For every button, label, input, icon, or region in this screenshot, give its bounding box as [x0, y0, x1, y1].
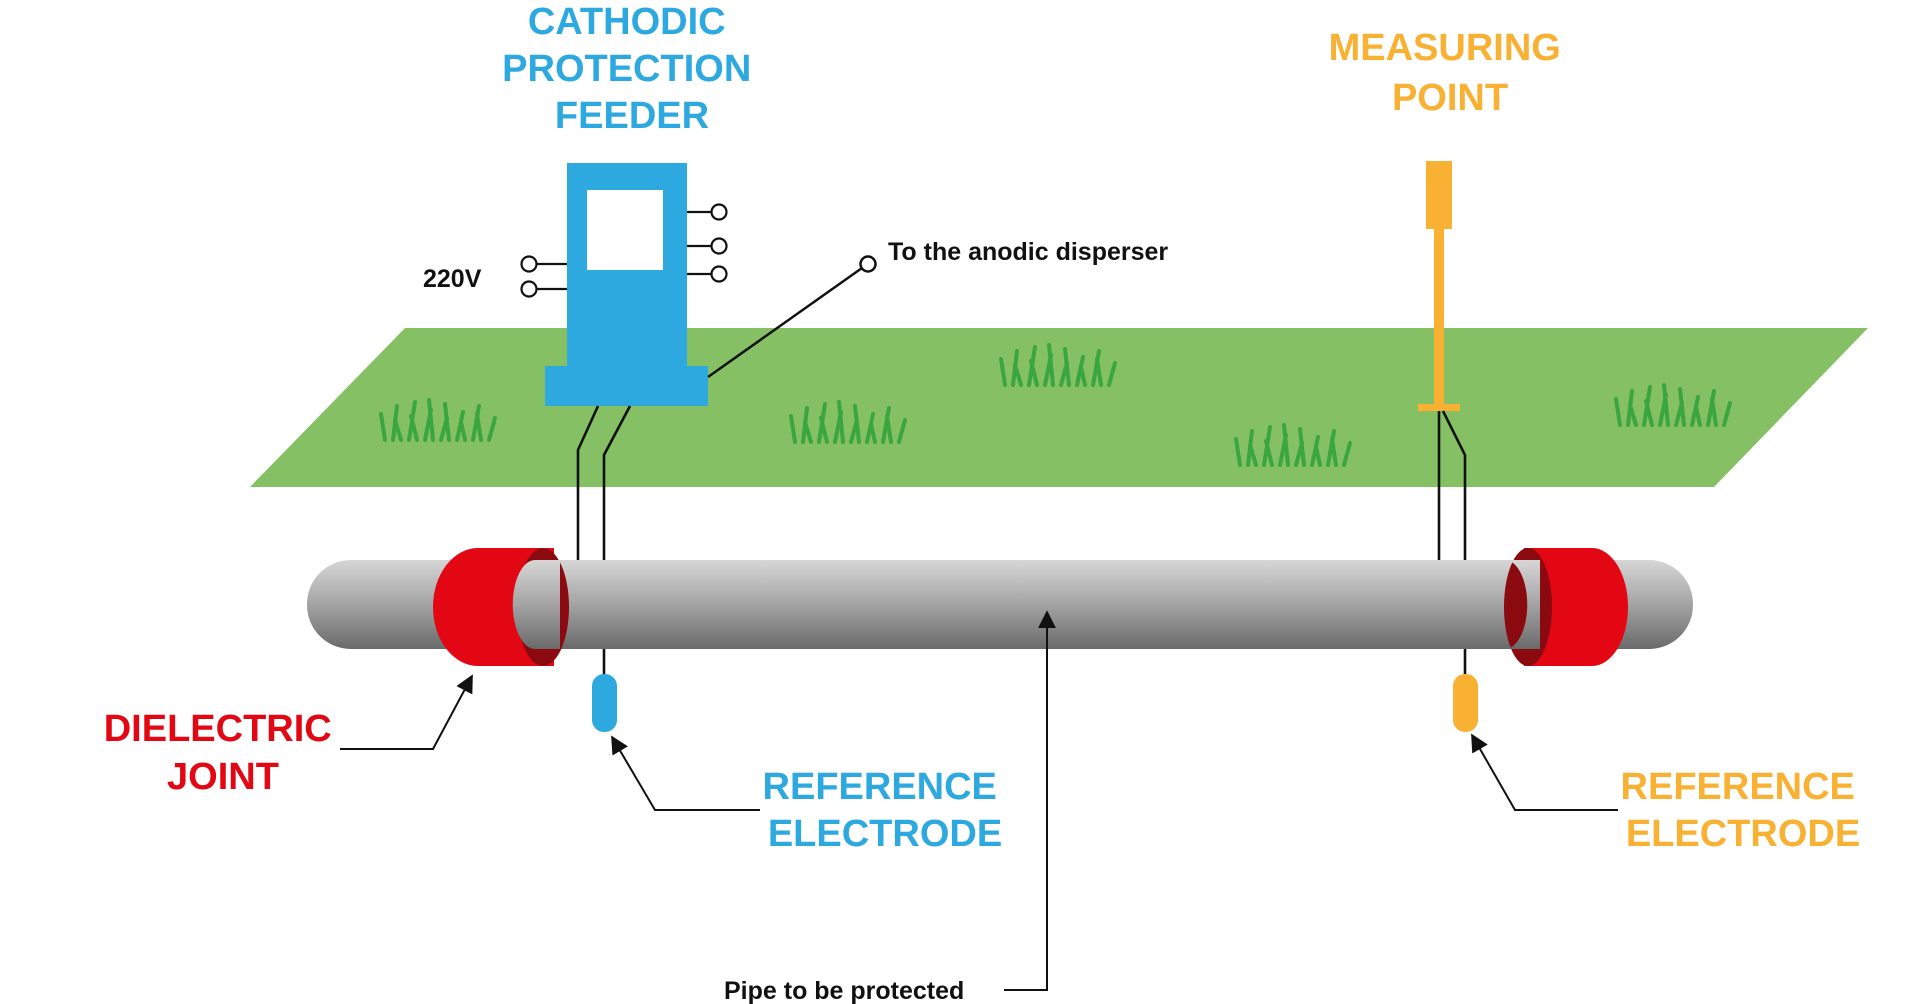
cathodic-feeder-label: CATHODIC PROTECTION FEEDER	[502, 1, 762, 137]
anodic-wire	[707, 255, 877, 379]
dielectric-joint-label: DIELECTRIC JOINT	[104, 708, 343, 798]
pipe-label: Pipe to be protected	[724, 977, 964, 1004]
dielectric-joint-right	[1504, 548, 1628, 666]
feeder-base	[545, 366, 708, 406]
ground-field	[250, 328, 1868, 487]
reference-electrode-blue-label: REFERENCE ELECTRODE	[763, 766, 1008, 855]
feeder-window	[587, 190, 663, 270]
reference-electrode-blue	[592, 674, 617, 732]
orange-electrode-pointer	[1471, 733, 1618, 811]
measuring-point-label: MEASURING POINT	[1329, 27, 1572, 119]
feeder-output-terminals	[687, 203, 728, 283]
pipe-pointer	[1004, 610, 1056, 991]
anodic-disperser-label: To the anodic disperser	[888, 238, 1168, 266]
power-input-terminals	[520, 255, 567, 298]
blue-electrode-pointer	[611, 735, 760, 811]
grass-tuft-icon	[379, 398, 497, 442]
reference-electrode-orange-label: REFERENCE ELECTRODE	[1621, 766, 1866, 855]
grass-tuft-icon	[999, 343, 1117, 387]
dielectric-joint-pointer	[340, 674, 473, 750]
voltage-label: 220V	[423, 265, 482, 293]
measuring-post-base	[1418, 404, 1460, 411]
reference-electrode-orange	[1453, 674, 1478, 732]
dielectric-joint-left	[433, 548, 569, 666]
measuring-post-stem	[1434, 229, 1444, 407]
pipe-to-be-protected	[307, 560, 1693, 649]
cathodic-protection-feeder	[545, 163, 708, 406]
measuring-post-cap	[1426, 161, 1452, 229]
measuring-point-post	[1418, 161, 1460, 411]
grass-tuft-icon	[1234, 423, 1352, 467]
grass-tuft-icon	[1614, 383, 1732, 427]
grass-tuft-icon	[789, 400, 907, 444]
